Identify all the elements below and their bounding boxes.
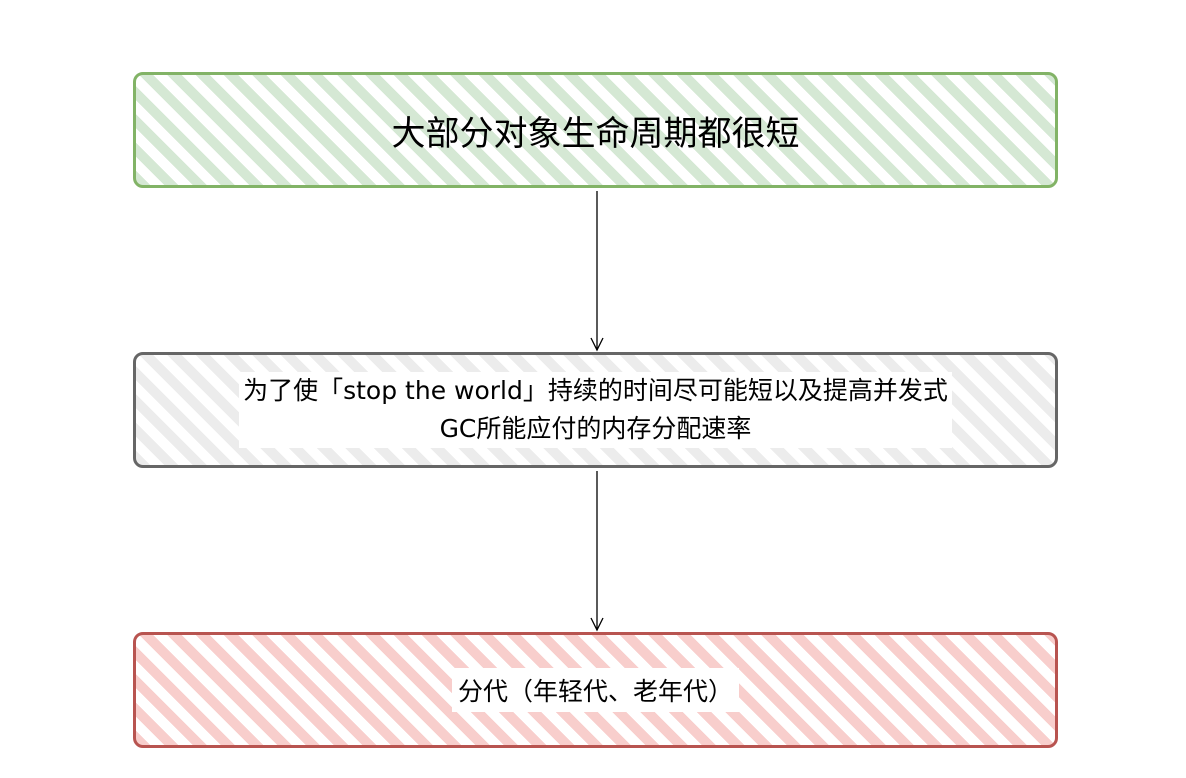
node-label: 大部分对象生命周期都很短 [391, 113, 800, 154]
node-label: 分代（年轻代、老年代） [451, 668, 739, 712]
node-label-line: GC所能应付的内存分配速率 [439, 414, 752, 443]
node-generational: 分代（年轻代、老年代） [133, 632, 1058, 748]
node-label-line: 为了使「stop the world」持续的时间尽可能短以及提高并发式 [243, 376, 948, 405]
node-label: 为了使「stop the world」持续的时间尽可能短以及提高并发式 GC所能… [239, 372, 952, 448]
arrow-n2-n3 [590, 471, 604, 632]
node-short-lifecycle: 大部分对象生命周期都很短 [133, 72, 1058, 188]
arrow-n1-n2 [590, 191, 604, 352]
node-reason: 为了使「stop the world」持续的时间尽可能短以及提高并发式 GC所能… [133, 352, 1058, 468]
